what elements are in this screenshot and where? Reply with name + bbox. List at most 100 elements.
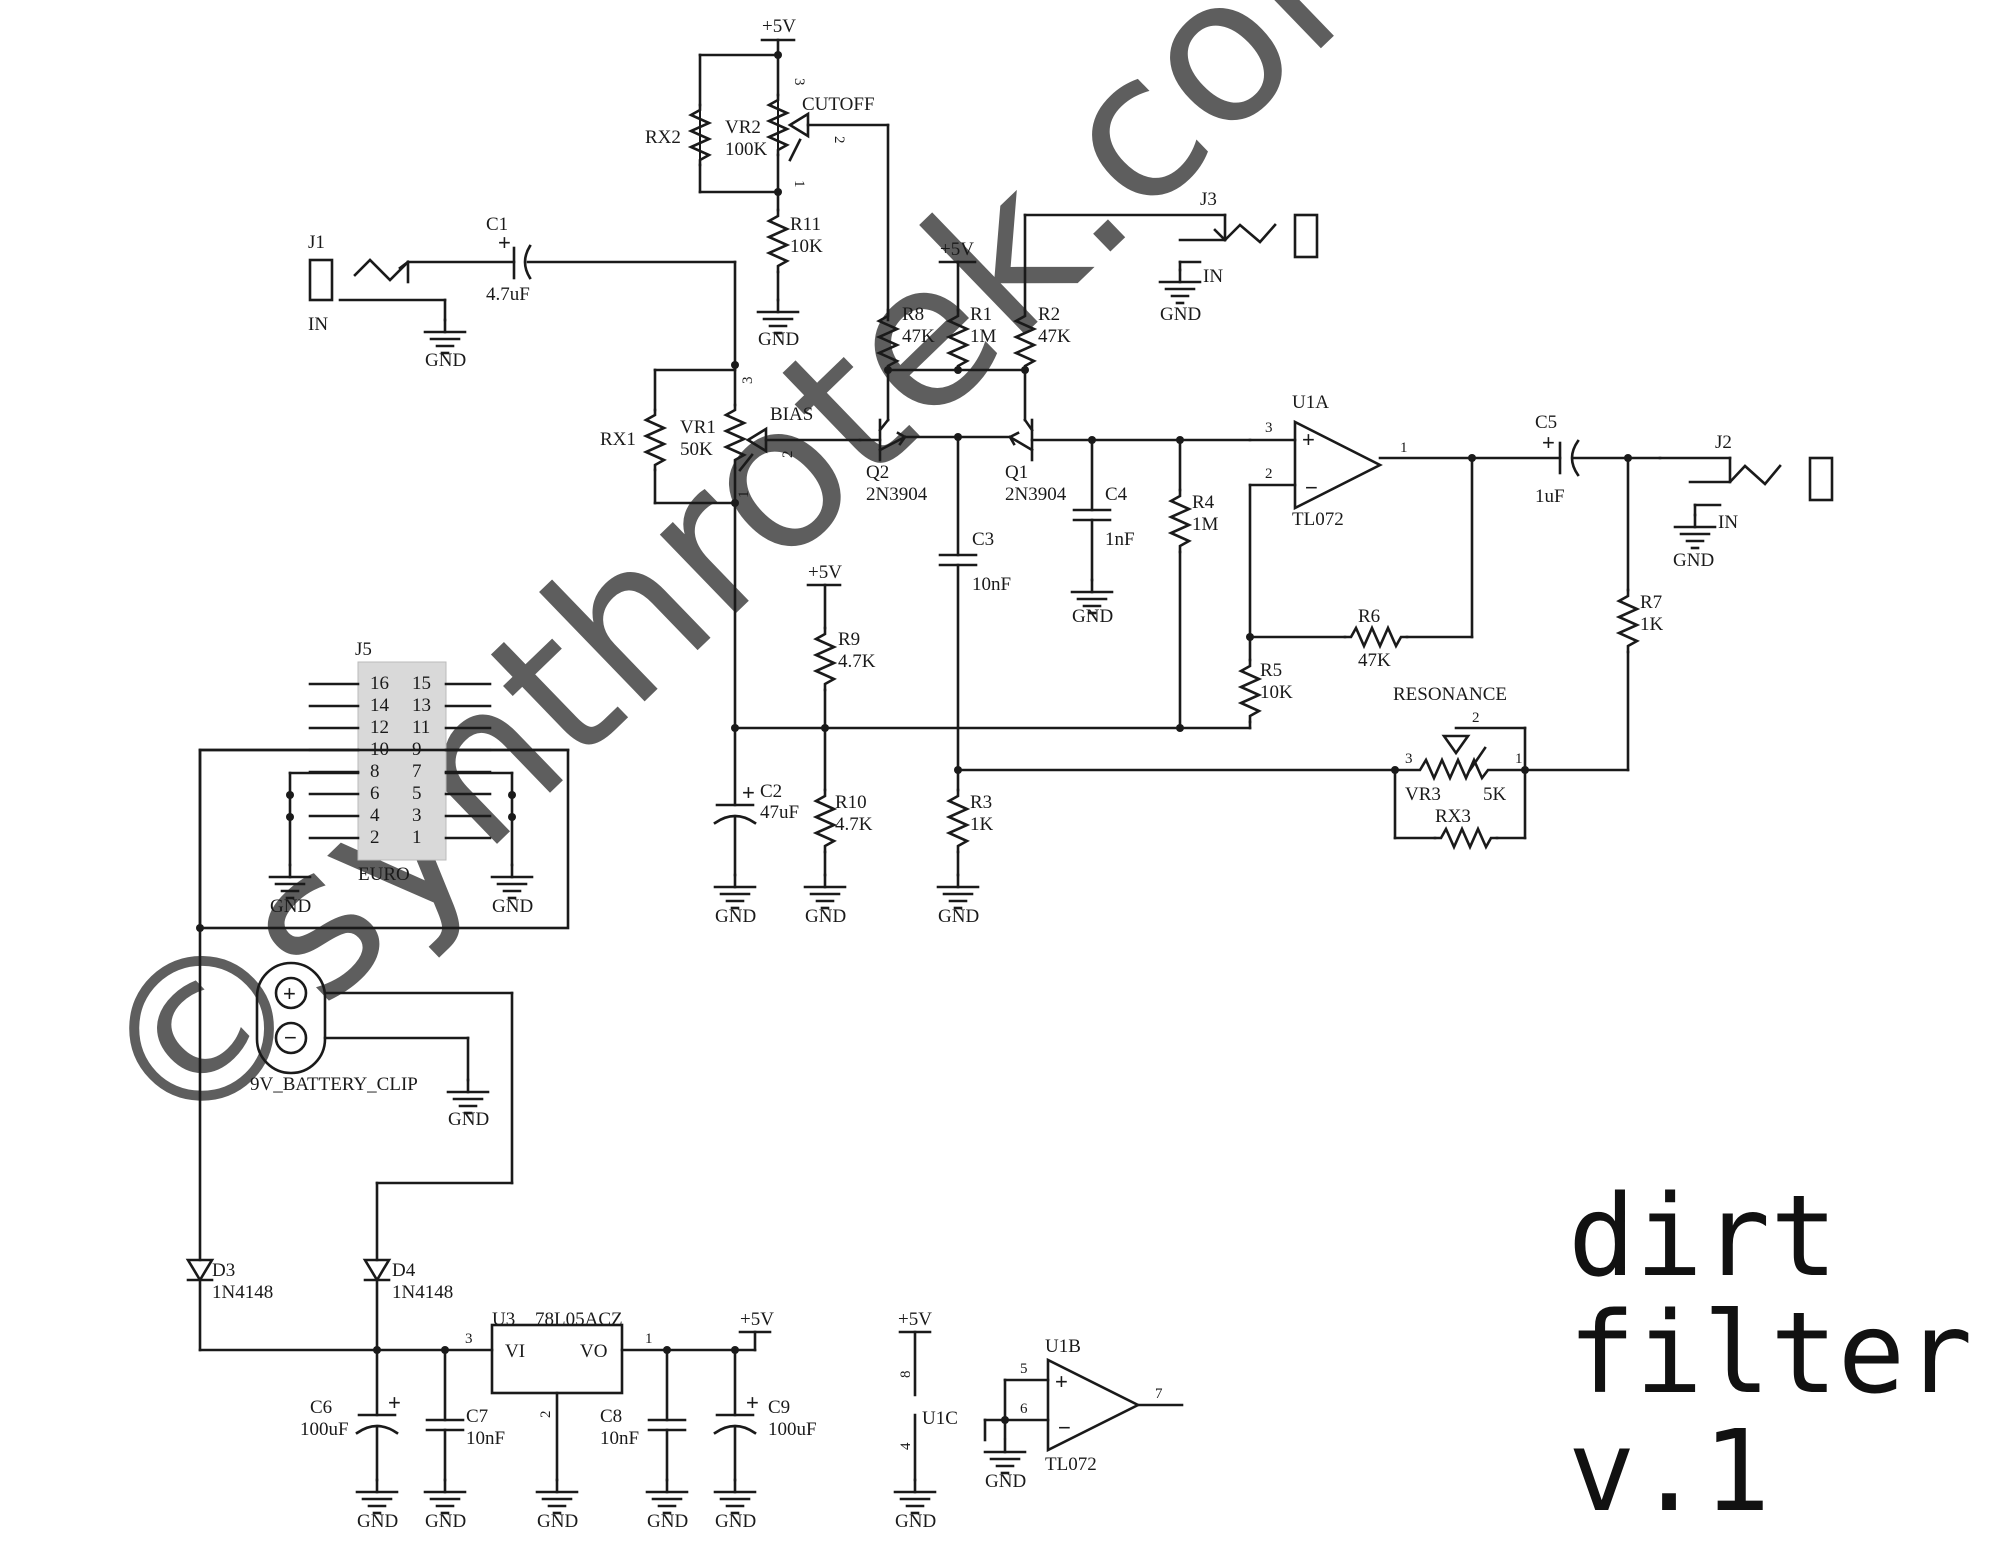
svg-text:C6: C6	[310, 1397, 332, 1418]
svg-text:2: 2	[1265, 466, 1273, 482]
svg-text:U1C: U1C	[922, 1408, 958, 1429]
svg-text:GND: GND	[357, 1511, 398, 1532]
d3-diode: D3 1N4148	[185, 748, 273, 1352]
u3-regulator: U3 78L05ACZ VI VO 3 1 2 +5V GND	[198, 1309, 774, 1532]
r7-resistor: R7 1K	[1617, 456, 1664, 772]
q2-transistor: Q2 2N3904	[858, 418, 960, 505]
u1c-power: +5V 8 U1C 4 GND	[893, 1309, 958, 1532]
j5-pin-label: 14	[370, 695, 390, 716]
svg-text:1: 1	[1400, 440, 1408, 456]
title-block: dirt filter v.1	[1568, 1172, 1973, 1537]
svg-text:TL072: TL072	[1045, 1454, 1097, 1475]
svg-text:IN: IN	[1718, 512, 1738, 533]
svg-text:GND: GND	[985, 1471, 1026, 1492]
svg-text:2: 2	[831, 136, 847, 144]
d4-diode: D4 1N4148	[362, 1181, 514, 1352]
j1-input-jack: J1 IN GND	[308, 232, 516, 371]
svg-text:VO: VO	[580, 1341, 607, 1362]
svg-text:−: −	[1305, 475, 1318, 500]
svg-text:78L05ACZ: 78L05ACZ	[535, 1309, 623, 1330]
svg-text:+5V: +5V	[808, 562, 842, 583]
svg-text:50K: 50K	[680, 439, 713, 460]
svg-text:6: 6	[1020, 1401, 1028, 1417]
c1-capacitor: + C1 4.7uF	[486, 214, 739, 369]
svg-text:RX3: RX3	[1435, 806, 1471, 827]
svg-text:10nF: 10nF	[466, 1428, 505, 1449]
svg-text:10nF: 10nF	[600, 1428, 639, 1449]
title-line-3: v.1	[1568, 1407, 1770, 1537]
svg-text:2N3904: 2N3904	[866, 484, 928, 505]
svg-text:1N4148: 1N4148	[212, 1282, 273, 1303]
svg-text:10K: 10K	[790, 236, 823, 257]
vr2-cutoff-pot: +5V 3 1 2 RX2 VR2 100K CUTOFF	[645, 16, 890, 322]
svg-text:U3: U3	[492, 1309, 515, 1330]
svg-text:C2: C2	[760, 781, 782, 802]
svg-text:+: +	[1542, 430, 1555, 455]
j5-pin-label: 5	[412, 783, 422, 804]
svg-text:10nF: 10nF	[972, 574, 1011, 595]
svg-text:GND: GND	[805, 906, 846, 927]
svg-text:−: −	[284, 1025, 297, 1050]
svg-text:GND: GND	[715, 1511, 756, 1532]
svg-text:5K: 5K	[1483, 784, 1507, 805]
svg-text:47K: 47K	[1358, 650, 1391, 671]
j5-pin-label: 4	[370, 805, 380, 826]
svg-text:BIAS: BIAS	[770, 404, 813, 425]
svg-text:CUTOFF: CUTOFF	[802, 94, 875, 115]
j5-pin-label: 11	[412, 717, 430, 738]
j5-pin-label: 1	[412, 827, 422, 848]
svg-text:D3: D3	[212, 1260, 235, 1281]
r10-resistor: R10 4.7K GND	[803, 788, 873, 927]
u1b-opamp: + − 5 6 7 U1B TL072 GND	[983, 1336, 1184, 1492]
svg-text:4.7K: 4.7K	[838, 651, 876, 672]
svg-text:VR1: VR1	[680, 417, 716, 438]
battery-clip: + − 9V_BATTERY_CLIP GND	[250, 961, 514, 1185]
vr1-bias-pot: 3 1 2 RX1 VR1 50K BIAS	[600, 363, 862, 730]
svg-text:4: 4	[898, 1442, 914, 1450]
svg-text:5: 5	[1020, 1361, 1028, 1377]
svg-text:4.7uF: 4.7uF	[486, 284, 530, 305]
svg-text:GND: GND	[895, 1511, 936, 1532]
svg-text:47K: 47K	[902, 326, 935, 347]
u1a-opamp: + − 3 2 1 U1A TL072	[1248, 392, 1474, 639]
svg-text:1M: 1M	[970, 326, 997, 347]
c4-capacitor: C4 1nF GND	[1070, 438, 1135, 627]
svg-text:+: +	[388, 1390, 401, 1415]
svg-text:GND: GND	[1673, 550, 1714, 571]
svg-text:47uF: 47uF	[760, 802, 799, 823]
svg-text:C5: C5	[1535, 412, 1557, 433]
j2-output-jack: J2 IN GND	[1658, 432, 1834, 571]
j3-jack: J3 IN GND	[1023, 189, 1319, 325]
svg-text:1K: 1K	[1640, 614, 1664, 635]
svg-text:R10: R10	[835, 792, 867, 813]
svg-text:U1A: U1A	[1292, 392, 1329, 413]
svg-text:GND: GND	[715, 906, 756, 927]
svg-text:1N4148: 1N4148	[392, 1282, 453, 1303]
svg-text:IN: IN	[308, 314, 328, 335]
svg-text:C9: C9	[768, 1397, 790, 1418]
svg-text:C1: C1	[486, 214, 508, 235]
svg-text:+: +	[746, 1390, 759, 1415]
svg-text:2N3904: 2N3904	[1005, 484, 1067, 505]
collector-resistors: R8 47K +5V R1 1M R2 47K	[877, 213, 1071, 422]
r11-resistor: R11 10K GND	[756, 190, 823, 350]
j5-pin-label: 7	[412, 761, 422, 782]
c3-capacitor: C3 10nF	[938, 435, 1011, 772]
svg-text:R8: R8	[902, 304, 924, 325]
svg-text:R7: R7	[1640, 592, 1662, 613]
j5-pin-label: 13	[412, 695, 431, 716]
svg-text:GND: GND	[492, 896, 533, 917]
svg-text:1K: 1K	[970, 814, 994, 835]
r6-resistor: R6 47K	[1246, 454, 1476, 671]
svg-text:2: 2	[538, 1411, 554, 1419]
svg-text:TL072: TL072	[1292, 509, 1344, 530]
r3-resistor: R3 1K GND	[936, 768, 994, 927]
svg-text:J2: J2	[1715, 432, 1732, 453]
svg-text:7: 7	[1155, 1386, 1163, 1402]
c2-capacitor: + C2 47uF GND	[713, 724, 799, 927]
j5-pin-label: 8	[370, 761, 380, 782]
svg-text:+: +	[1302, 427, 1315, 452]
svg-text:J5: J5	[355, 639, 372, 660]
j5-pin-label: 12	[370, 717, 389, 738]
